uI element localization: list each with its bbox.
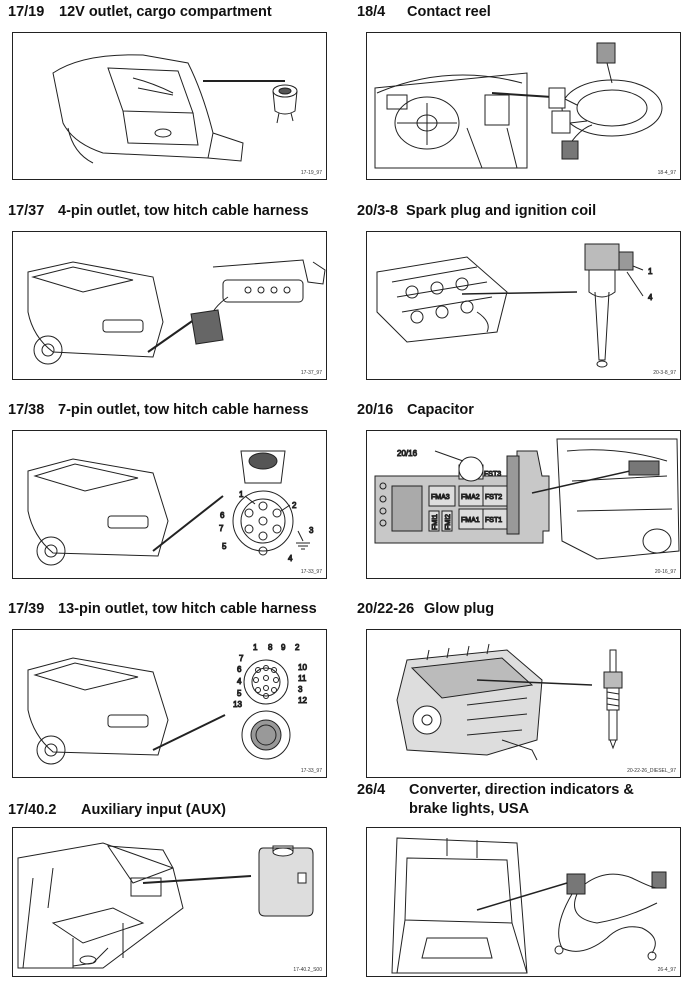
car-rear-icon [27, 261, 164, 365]
pin-label-7: 7 [219, 524, 224, 533]
car-rear-icon [52, 54, 244, 164]
entry-code: 20/22-26 [357, 601, 415, 617]
callout-label-4: 4 [648, 293, 653, 302]
entry-code: 17/40.2 [8, 802, 57, 818]
entry-title: Contact reel [407, 4, 491, 20]
figure-ref: 17-19_97 [300, 170, 322, 176]
aux-jack-icon [258, 845, 314, 917]
entry-title: Capacitor [407, 402, 474, 418]
illustration-glow-plug: 20-22-26_DIESEL_97 [366, 629, 681, 778]
pin-label-13: 13 [233, 700, 242, 709]
car-rear-icon [27, 458, 169, 566]
illustration-capacitor: 20/16 FST3 FMA3 FMA2 FST2 FMA1 FST1 FMI1… [366, 430, 681, 579]
fuse-label-fst3: FST3 [484, 471, 501, 478]
entry-title: 4-pin outlet, tow hitch cable harness [58, 203, 309, 219]
entry-code: 20/3-8 [357, 203, 399, 219]
power-outlet-icon [272, 84, 298, 124]
figure-ref: 17-33_97 [300, 768, 322, 774]
entry-title: 7-pin outlet, tow hitch cable harness [58, 402, 309, 418]
illustration-contact-reel: 18-4_97 [366, 32, 681, 180]
pin-label-9: 9 [281, 643, 286, 652]
entry-title: Spark plug and ignition coil [406, 203, 597, 219]
dashboard-icon [374, 72, 528, 169]
figure-ref: 17-33_97 [300, 569, 322, 575]
entry-title: 12V outlet, cargo compartment [59, 4, 272, 20]
illustration-spark-plug: 1 4 20-3-8_97 [366, 231, 681, 380]
illustration-aux-input: 17-40.2_S00 [12, 827, 327, 977]
pin-label-6: 6 [237, 665, 242, 674]
pin-label-5: 5 [222, 542, 227, 551]
pin-label-1: 1 [253, 643, 258, 652]
entry-code: 26/4 [357, 782, 386, 798]
figure-ref: 26-4_97 [657, 967, 676, 973]
pin-label-10: 10 [298, 663, 307, 672]
pin-label-4: 4 [288, 554, 293, 563]
entry-code: 18/4 [357, 4, 386, 20]
entry-title: 13-pin outlet, tow hitch cable harness [58, 601, 317, 617]
ignition-coil-icon [584, 243, 644, 368]
diesel-engine-icon [396, 643, 543, 761]
fuse-label-fmi2: FMI2 [445, 514, 452, 530]
converter-harness-icon [554, 871, 667, 961]
center-console-icon [17, 842, 184, 969]
seven-pin-outlet-icon [232, 450, 310, 556]
callout-label-1: 1 [648, 267, 653, 276]
capacitor-callout: 20/16 [397, 449, 418, 458]
illustration-13-pin-outlet: 1 8 9 2 7 10 6 11 4 3 5 12 13 17-33_97 [12, 629, 327, 778]
fuse-label-fma3: FMA3 [431, 494, 450, 501]
entry-title: Converter, direction indicators & [409, 782, 634, 798]
fuse-label-fma2: FMA2 [461, 494, 480, 501]
fuse-label-fst1: FST1 [485, 517, 502, 524]
entry-code: 20/16 [357, 402, 394, 418]
fuse-label-fmi1: FMI1 [432, 514, 439, 530]
pin-label-2: 2 [292, 501, 297, 510]
entry-code: 17/39 [8, 601, 45, 617]
pin-label-12: 12 [298, 696, 307, 705]
entry-code: 17/37 [8, 203, 45, 219]
pin-label-5: 5 [237, 689, 242, 698]
fuse-box-icon [374, 450, 550, 544]
four-pin-outlet-icon [190, 259, 326, 345]
contact-reel-icon [548, 42, 663, 160]
illustration-4-pin-outlet: 17-37_97 [12, 231, 327, 380]
entry-title: Auxiliary input (AUX) [81, 802, 227, 818]
entry-title-line-2: brake lights, USA [409, 801, 530, 817]
cargo-area-icon [391, 837, 528, 974]
engine-top-icon [376, 256, 508, 343]
pin-label-3: 3 [309, 526, 314, 535]
figure-ref: 17-40.2_S00 [293, 967, 322, 973]
engine-bay-icon [556, 438, 680, 560]
illustration-converter: 26-4_97 [366, 827, 681, 977]
pin-label-8: 8 [268, 643, 273, 652]
pin-label-11: 11 [298, 674, 307, 683]
thirteen-pin-outlet-icon [241, 659, 291, 760]
figure-ref: 18-4_97 [657, 170, 676, 176]
pin-label-2: 2 [295, 643, 300, 652]
entry-code: 17/19 [8, 4, 45, 20]
pin-label-7: 7 [239, 654, 244, 663]
illustration-7-pin-outlet: 1 2 3 4 5 6 7 17-33_97 [12, 430, 327, 579]
car-rear-icon [27, 657, 169, 765]
pin-label-6: 6 [220, 511, 225, 520]
figure-ref: 20-3-8_97 [653, 370, 676, 376]
figure-ref: 17-37_97 [300, 370, 322, 376]
figure-ref: 20-16_97 [654, 569, 676, 575]
pin-label-3: 3 [298, 685, 303, 694]
illustration-12v-outlet: 17-19_97 [12, 32, 327, 180]
glow-plug-icon [603, 649, 623, 750]
entry-title: Glow plug [424, 601, 495, 617]
pin-label-4: 4 [237, 677, 242, 686]
pin-label-1: 1 [239, 490, 244, 499]
fuse-label-fma1: FMA1 [461, 517, 480, 524]
entry-code: 17/38 [8, 402, 45, 418]
fuse-label-fst2: FST2 [485, 494, 502, 501]
figure-ref: 20-22-26_DIESEL_97 [627, 768, 676, 774]
